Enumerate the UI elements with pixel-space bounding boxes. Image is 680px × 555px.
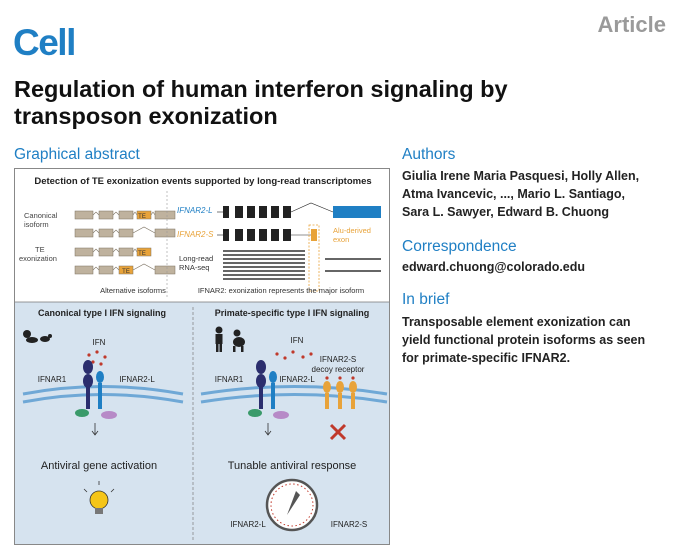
paper-title: Regulation of human interferon signaling… [14, 76, 508, 129]
authors-line: Atma Ivancevic, ..., Mario L. Santiago, [402, 187, 625, 201]
ifn-label-right: IFN [291, 336, 304, 345]
graphical-abstract-figure: Detection of TE exonization events suppo… [14, 168, 390, 545]
ifnar2-s-label: IFNAR2-S [177, 230, 214, 239]
graphical-abstract-heading: Graphical abstract [14, 146, 140, 163]
gene-model-row-1 [74, 210, 176, 220]
ifnar2l-label-right: IFNAR2-L [279, 375, 315, 384]
tunable-response-text: Tunable antiviral response [228, 460, 357, 472]
alu-exon [311, 229, 317, 241]
primate-signaling-title: Primate-specific type I IFN signaling [215, 308, 370, 318]
ifnar1-label-left: IFNAR1 [38, 375, 67, 384]
in-brief-line: yield functional protein isoforms as see… [402, 333, 646, 347]
dial-left-label: IFNAR2-L [230, 520, 266, 529]
authors-list: Giulia Irene Maria Pasquesi, Holly Allen… [402, 167, 639, 221]
ifnar2l-label-left: IFNAR2-L [119, 375, 155, 384]
long-read-lines [223, 250, 381, 280]
in-brief-line: Transposable element exonization can [402, 315, 631, 329]
in-brief-line: for primate-specific IFNAR2. [402, 351, 571, 365]
te-box-label: TE [122, 269, 130, 275]
in-brief-heading: In brief [402, 291, 450, 308]
signaling-panel-bg [15, 302, 389, 544]
ifn-label-left: IFN [93, 338, 106, 347]
human-primate-silhouettes-icon [215, 326, 245, 352]
ifnar2-exon-models [223, 206, 291, 241]
in-brief-text: Transposable element exonization can yie… [402, 313, 645, 367]
dial-right-label: IFNAR2-S [331, 520, 367, 529]
alternative-isoforms-caption: Alternative isoforms [100, 286, 166, 295]
decoy-receptors-icon [323, 381, 357, 409]
isoform-gene-models [74, 210, 176, 275]
top-panel-title: Detection of TE exonization events suppo… [34, 176, 371, 187]
gene-model-row-2 [74, 228, 176, 238]
animal-silhouettes-icon [23, 330, 52, 343]
correspondence-email[interactable]: edward.chuong@colorado.edu [402, 260, 586, 274]
antiviral-activation-text: Antiviral gene activation [41, 460, 157, 472]
exonization-caption: IFNAR2: exonization represents the major… [198, 286, 364, 295]
te-box-label: TE [138, 251, 146, 257]
authors-line: Sara L. Sawyer, Edward B. Chuong [402, 205, 609, 219]
ifnar1-label-right: IFNAR1 [215, 375, 244, 384]
ifn-particles-left [87, 350, 107, 366]
ifnar2-l-terminal-exon [333, 206, 381, 218]
article-type-label: Article [597, 12, 666, 37]
authors-heading: Authors [402, 146, 456, 163]
ifnar2l-receptor-icon [96, 371, 104, 409]
te-box-label: TE [138, 214, 146, 220]
blocked-signal-icon [329, 423, 347, 441]
journal-logo: Cell [13, 22, 76, 63]
authors-line: Giulia Irene Maria Pasquesi, Holly Allen… [402, 169, 640, 183]
lightbulb-icon [83, 481, 115, 514]
ifnar2-l-label: IFNAR2-L [177, 206, 213, 215]
ifn-particles-right [275, 350, 313, 360]
dial-gauge-icon [265, 478, 319, 532]
canonical-signaling-title: Canonical type I IFN signaling [38, 308, 166, 318]
ifnar1-receptor-icon [83, 360, 93, 409]
correspondence-heading: Correspondence [402, 238, 517, 255]
